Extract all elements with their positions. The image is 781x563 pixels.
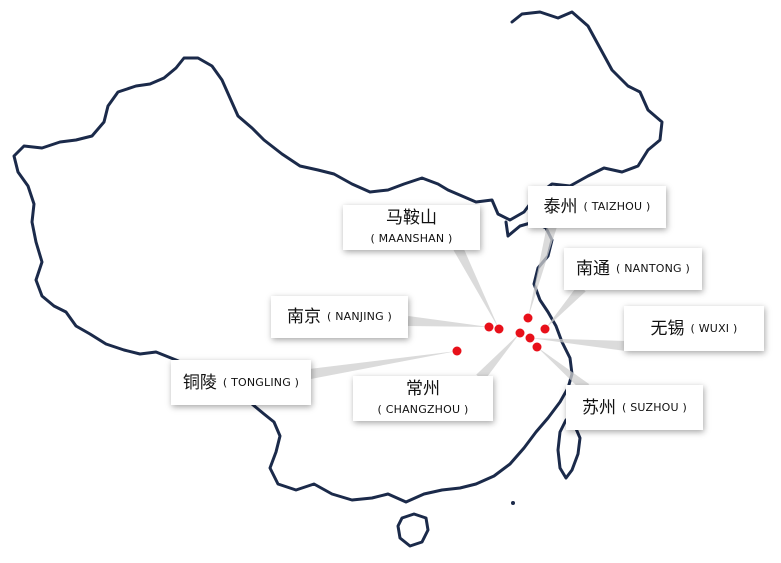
taiwan-outline <box>556 418 582 480</box>
city-label-tongling[interactable]: 铜陵 ( TONGLING ) <box>171 360 311 405</box>
city-name-cn: 无锡 <box>650 318 685 339</box>
city-label-changzhou[interactable]: 常州 ( CHANGZHOU ) <box>353 376 493 421</box>
city-name-cn: 马鞍山 <box>386 208 437 228</box>
city-marker-nanjing[interactable] <box>484 322 494 332</box>
city-name-cn: 南京 <box>287 307 321 327</box>
city-name-en: ( TAIZHOU ) <box>583 200 651 213</box>
city-name-en: ( SUZHOU ) <box>622 400 687 414</box>
city-name-cn: 泰州 <box>543 197 578 217</box>
city-name-en: ( WUXI ) <box>690 321 738 335</box>
leader-lines <box>309 224 627 392</box>
city-name-cn: 南通 <box>576 259 611 279</box>
city-name-cn: 铜陵 <box>182 372 217 393</box>
city-name-cn: 常州 <box>406 379 440 399</box>
leader-line-suzhou <box>537 347 590 392</box>
city-label-taizhou[interactable]: 泰州 ( TAIZHOU ) <box>528 186 666 228</box>
city-name-en: ( MAANSHAN ) <box>370 232 453 245</box>
city-marker-maanshan[interactable] <box>494 324 504 334</box>
city-name-en: ( NANTONG ) <box>616 262 690 275</box>
city-label-wuxi[interactable]: 无锡 ( WUXI ) <box>624 306 764 351</box>
city-markers <box>452 313 550 356</box>
leader-line-nanjing <box>407 316 489 327</box>
hainan-outline <box>396 512 430 548</box>
leader-line-changzhou <box>476 333 520 382</box>
city-name-en: ( TONGLING ) <box>222 375 300 389</box>
leader-line-nantong <box>545 284 586 329</box>
city-marker-wuxi[interactable] <box>525 333 535 343</box>
city-marker-nantong[interactable] <box>540 324 550 334</box>
city-marker-changzhou[interactable] <box>515 328 525 338</box>
city-name-en: ( CHANGZHOU ) <box>377 403 469 416</box>
city-label-maanshan[interactable]: 马鞍山 ( MAANSHAN ) <box>343 205 480 250</box>
city-label-nantong[interactable]: 南通 ( NANTONG ) <box>564 248 702 290</box>
city-name-cn: 苏州 <box>582 397 617 418</box>
leader-line-wuxi <box>530 338 627 351</box>
island-dot <box>511 501 515 505</box>
city-name-en: ( NANJING ) <box>327 310 392 323</box>
leader-line-taizhou <box>528 224 557 318</box>
city-marker-suzhou[interactable] <box>532 342 542 352</box>
city-label-suzhou[interactable]: 苏州 ( SUZHOU ) <box>566 385 703 430</box>
leader-line-maanshan <box>453 245 499 329</box>
city-label-nanjing[interactable]: 南京 ( NANJING ) <box>271 296 408 338</box>
city-marker-tongling[interactable] <box>452 346 462 356</box>
leader-line-tongling <box>309 351 457 379</box>
city-marker-taizhou[interactable] <box>523 313 533 323</box>
